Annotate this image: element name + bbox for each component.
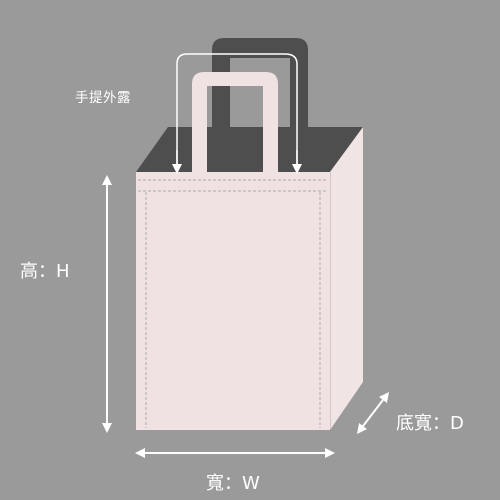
front-handle [192,72,278,175]
stitching [138,179,328,428]
handle-exposure-label: 手提外露 [75,90,131,106]
width-label: 寬：W [206,473,260,494]
depth-label: 底寬：D [396,413,464,434]
back-handle [212,38,308,130]
height-label: 高：H [20,261,70,282]
depth-arrow [356,392,390,434]
bag-interior [136,127,363,172]
handle-exposure-callout [176,53,298,168]
bag-side-panel [330,127,363,430]
bag-front-panel [136,172,330,430]
